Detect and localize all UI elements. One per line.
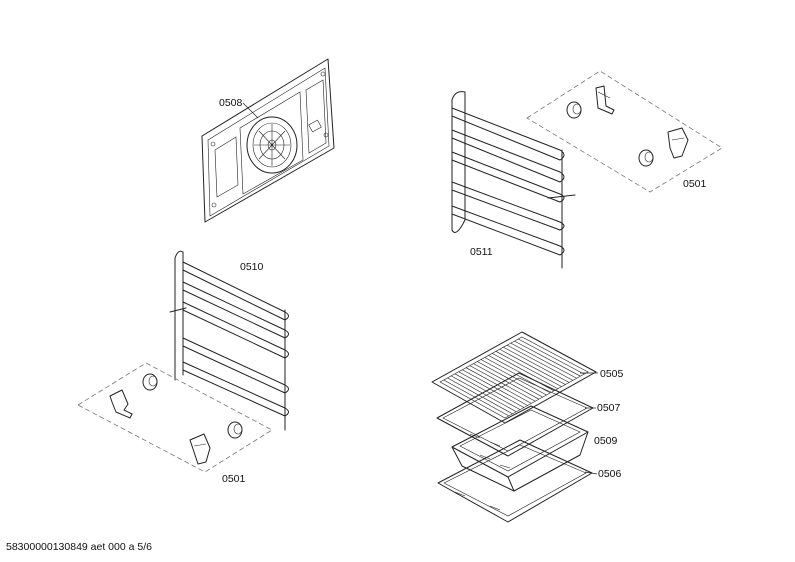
- rack-bar: [499, 349, 566, 385]
- rack-bar: [473, 363, 540, 400]
- fan-icon: [246, 116, 298, 174]
- rack-bar: [480, 359, 547, 396]
- clip-icon: [109, 389, 133, 419]
- rack-bar: [495, 351, 562, 387]
- rack-bar: [503, 346, 570, 383]
- part-label-rail-right: 0511: [470, 246, 493, 258]
- part-label-rail-left: 0510: [240, 261, 264, 273]
- clip-icon: [189, 433, 211, 465]
- part-label-back-panel: 0508: [219, 97, 243, 109]
- rack-bar: [477, 361, 543, 398]
- rack-bar: [469, 365, 536, 402]
- part-label-flat-tray: 0506: [598, 468, 622, 480]
- clip-icon: [667, 127, 689, 159]
- part-label-baking-tray: 0507: [597, 402, 621, 414]
- rack-bar: [443, 379, 509, 417]
- deep-pan: [451, 405, 589, 492]
- part-label-clips-right: 0501: [683, 178, 707, 190]
- part-label-wire-rack: 0505: [600, 368, 624, 380]
- knob-icon: [227, 421, 243, 439]
- knob-icon: [638, 149, 654, 167]
- clip-set-left: [77, 362, 273, 473]
- rack-bar: [518, 338, 585, 375]
- knob-icon: [142, 373, 158, 391]
- wire-rack: [431, 331, 597, 424]
- back-panel-assembly: [201, 58, 335, 223]
- rack-bar: [510, 342, 577, 379]
- knob-icon: [566, 101, 582, 119]
- rack-bar: [462, 369, 528, 406]
- rack-bar: [447, 377, 513, 415]
- side-rail-right: [451, 91, 576, 269]
- side-rail-left: [169, 250, 289, 431]
- rack-bar: [514, 340, 581, 377]
- rack-bar: [465, 367, 532, 404]
- rack-bar: [506, 344, 574, 381]
- rack-bar: [451, 375, 517, 412]
- rack-bar: [458, 371, 525, 408]
- clip-set-right: [526, 70, 723, 193]
- clip-icon: [595, 85, 615, 115]
- part-label-clips-left: 0501: [222, 473, 246, 485]
- part-label-deep-pan: 0509: [594, 435, 618, 447]
- rack-bar: [492, 353, 558, 389]
- document-footer-code: 58300000130849 aet 000 a 5/6: [6, 541, 152, 553]
- rack-bar: [454, 373, 521, 410]
